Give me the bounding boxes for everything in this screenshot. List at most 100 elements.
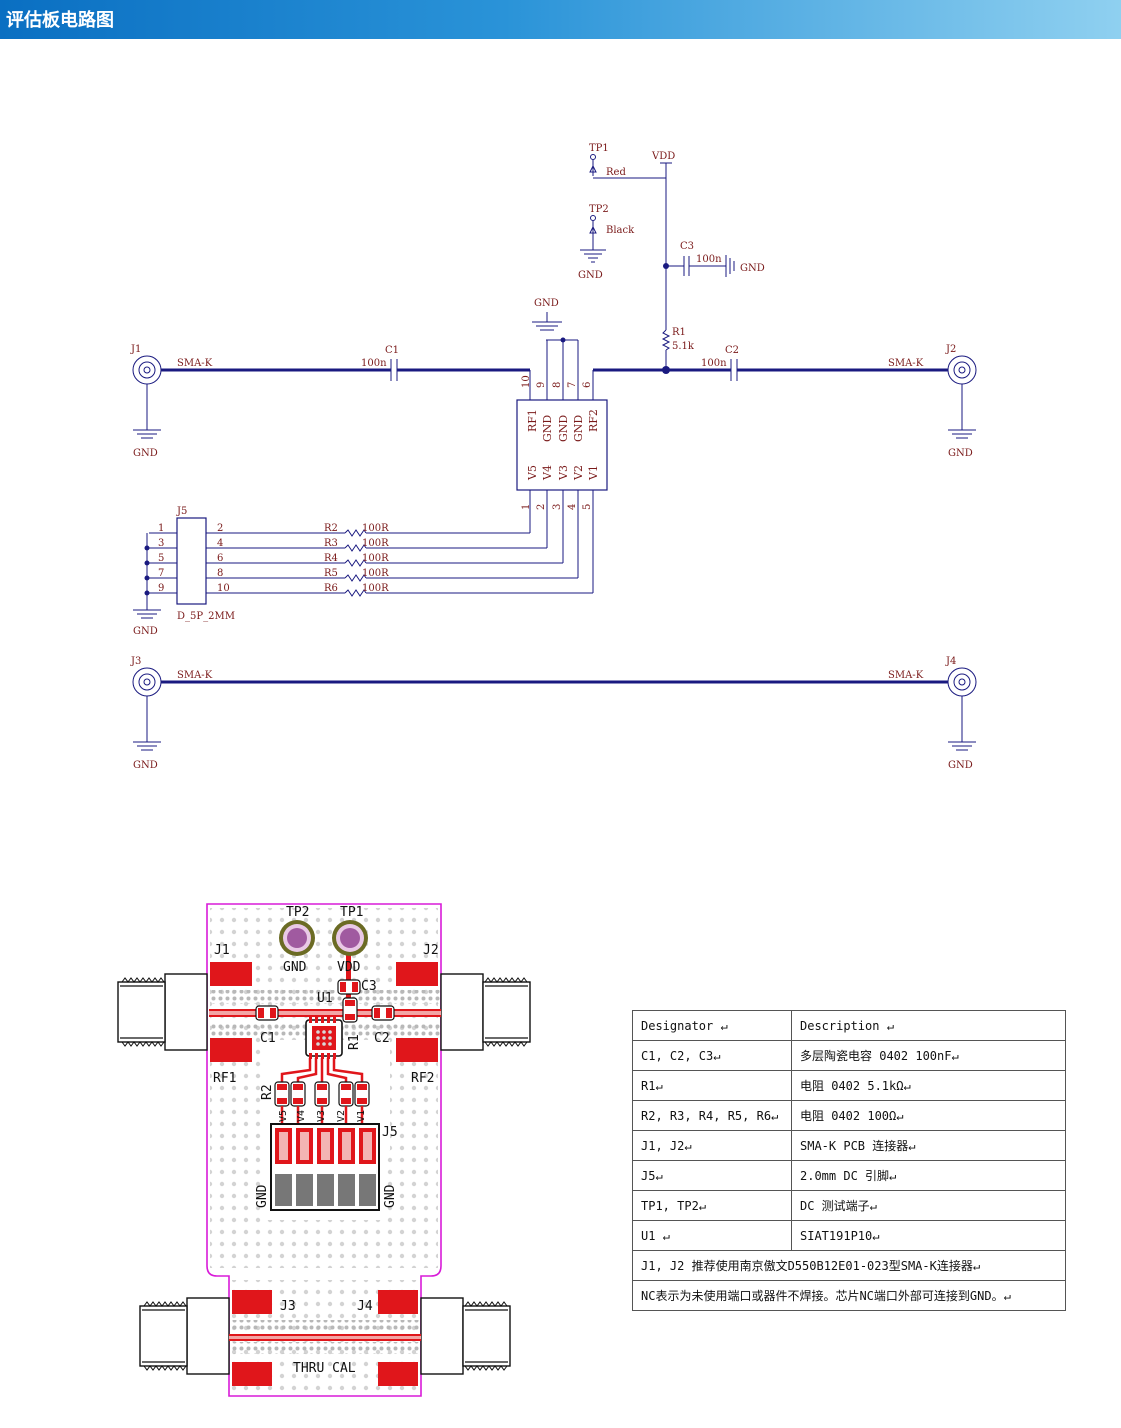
r4-value: 100R [362,553,389,564]
j3-sma: SMA-K [177,670,213,681]
r4-label: R4 [324,553,338,564]
tp2-color: Black [606,225,635,236]
pcb-gnd-right: GND [383,1184,398,1208]
ic-label-v5: V5 [526,465,539,481]
pcb-pin-v4: V4 [296,1110,307,1122]
pcb-j3-label: J3 [280,1299,296,1314]
bom-note-row: NC表示为未使用端口或器件不焊接。芯片NC端口外部可连接到GND。↵ [632,1280,1066,1311]
j3-label: J3 [130,656,141,667]
r5-label: R5 [324,568,338,579]
tp2-gnd-label: GND [578,270,603,281]
pcb-pin-v5: V5 [278,1110,289,1122]
pcb-pin-v2: V2 [336,1110,347,1122]
pcb-tp2-label: TP2 [286,905,309,920]
r2-value: 100R [362,523,389,534]
bom-designator: TP1, TP2↵ [632,1190,792,1221]
pcb-c2-label: C2 [374,1031,390,1046]
ic-pin-10: 10 [521,375,532,388]
c2-value: 100n [701,358,727,369]
j5-pin-5: 5 [158,553,164,564]
j4-label: J4 [945,656,956,667]
pcb-j1-label: J1 [214,943,230,958]
ic-label-v1: V1 [587,465,600,481]
c3-value: 100n [696,254,722,265]
pcb-rf2-label: RF2 [411,1071,434,1086]
j2-label: J2 [945,344,956,355]
bom-note-connector: J1, J2 推荐使用南京傲文D550B12E01-023型SMA-K连接器↵ [632,1250,1066,1281]
page-title: 评估板电路图 [6,10,114,31]
bom-table: Designator ↵ Description ↵ C1, C2, C3↵ 多… [632,1010,1066,1311]
pcb-layout: TP2 TP1 GND VDD J1 J2 C3 U1 C1 C2 R1 RF1… [117,903,531,1397]
j5-pin-7: 7 [158,568,164,579]
pcb-gnd-left: GND [255,1184,270,1208]
j5-part: D_5P_2MM [177,611,235,622]
ic-label-v3: V3 [557,465,570,481]
ic-pin-5: 5 [582,504,593,510]
ic-label-rf2: RF2 [587,409,600,432]
pcb-rf1-label: RF1 [213,1071,236,1086]
ic-pin-6: 6 [582,382,593,388]
bom-designator: R2, R3, R4, R5, R6↵ [632,1100,792,1131]
ic-label-v4: V4 [541,465,554,481]
pcb-gnd-label: GND [283,960,307,975]
page-header: 评估板电路图 [0,0,1121,39]
table-row: U1 ↵ SIAT191P10↵ [632,1220,1066,1251]
j5-pin-1: 1 [158,523,164,534]
schematic-diagram: TP1 Red TP2 Black GND VDD C3 100n GND GN… [130,143,977,771]
ic-label-rf1: RF1 [526,409,539,432]
pcb-u1-label: U1 [317,991,333,1006]
j3-gnd: GND [133,760,158,771]
tp1-label: TP1 [589,143,609,154]
ic-label-gnd-a: GND [541,415,554,442]
bom-note-row: J1, J2 推荐使用南京傲文D550B12E01-023型SMA-K连接器↵ [632,1250,1066,1281]
bom-note-nc: NC表示为未使用端口或器件不焊接。芯片NC端口外部可连接到GND。↵ [632,1280,1066,1311]
ic-label-v2: V2 [572,465,585,481]
j5-pin-3: 3 [158,538,164,549]
bom-designator: J5↵ [632,1160,792,1191]
table-row: R1↵ 电阻 0402 5.1kΩ↵ [632,1070,1066,1101]
bom-description: 电阻 0402 100Ω↵ [791,1100,1066,1131]
table-row: J1, J2↵ SMA-K PCB 连接器↵ [632,1130,1066,1161]
pcb-vdd-label: VDD [337,960,361,975]
j5-pin-8: 8 [217,568,223,579]
ic-pin-8: 8 [552,382,563,388]
bom-description: DC 测试端子↵ [791,1190,1066,1221]
j1-label: J1 [130,344,141,355]
r1-value: 5.1k [672,341,695,352]
ic-pin-4: 4 [567,504,578,510]
c3-label: C3 [680,241,694,252]
bom-designator: C1, C2, C3↵ [632,1040,792,1071]
table-row: C1, C2, C3↵ 多层陶瓷电容 0402 100nF↵ [632,1040,1066,1071]
r3-label: R3 [324,538,338,549]
bom-header-description: Description ↵ [791,1010,1066,1041]
c1-label: C1 [385,345,399,356]
c1-value: 100n [361,358,387,369]
pcb-j5-label: J5 [382,1125,398,1140]
ic-pin-1: 1 [521,504,532,510]
j2-gnd: GND [948,448,973,459]
j5-pin-9: 9 [158,583,164,594]
ic-pin-2: 2 [536,504,547,510]
ic-label-gnd-c: GND [572,415,585,442]
bom-description: SIAT191P10↵ [791,1220,1066,1251]
pcb-pin-v1: V1 [356,1110,367,1122]
r2-label: R2 [324,523,338,534]
ic-pin-7: 7 [567,382,578,388]
j5-pin-4: 4 [217,538,223,549]
pcb-c1-label: C1 [260,1031,276,1046]
j5-pin-10: 10 [217,583,230,594]
bom-description: SMA-K PCB 连接器↵ [791,1130,1066,1161]
pcb-j4-label: J4 [357,1299,373,1314]
tp2-label: TP2 [589,204,609,215]
pcb-pin-v3: V3 [316,1110,327,1122]
j1-gnd: GND [133,448,158,459]
table-row: J5↵ 2.0mm DC 引脚↵ [632,1160,1066,1191]
ic-pin-9: 9 [536,382,547,388]
j5-gnd: GND [133,626,158,637]
pcb-c3-label: C3 [361,979,377,994]
ic-pin-3: 3 [552,504,563,510]
j1-sma: SMA-K [177,358,213,369]
ic-label-gnd-b: GND [557,415,570,442]
r1-label: R1 [672,327,686,338]
pcb-thru-cal-label: THRU CAL [293,1361,356,1376]
